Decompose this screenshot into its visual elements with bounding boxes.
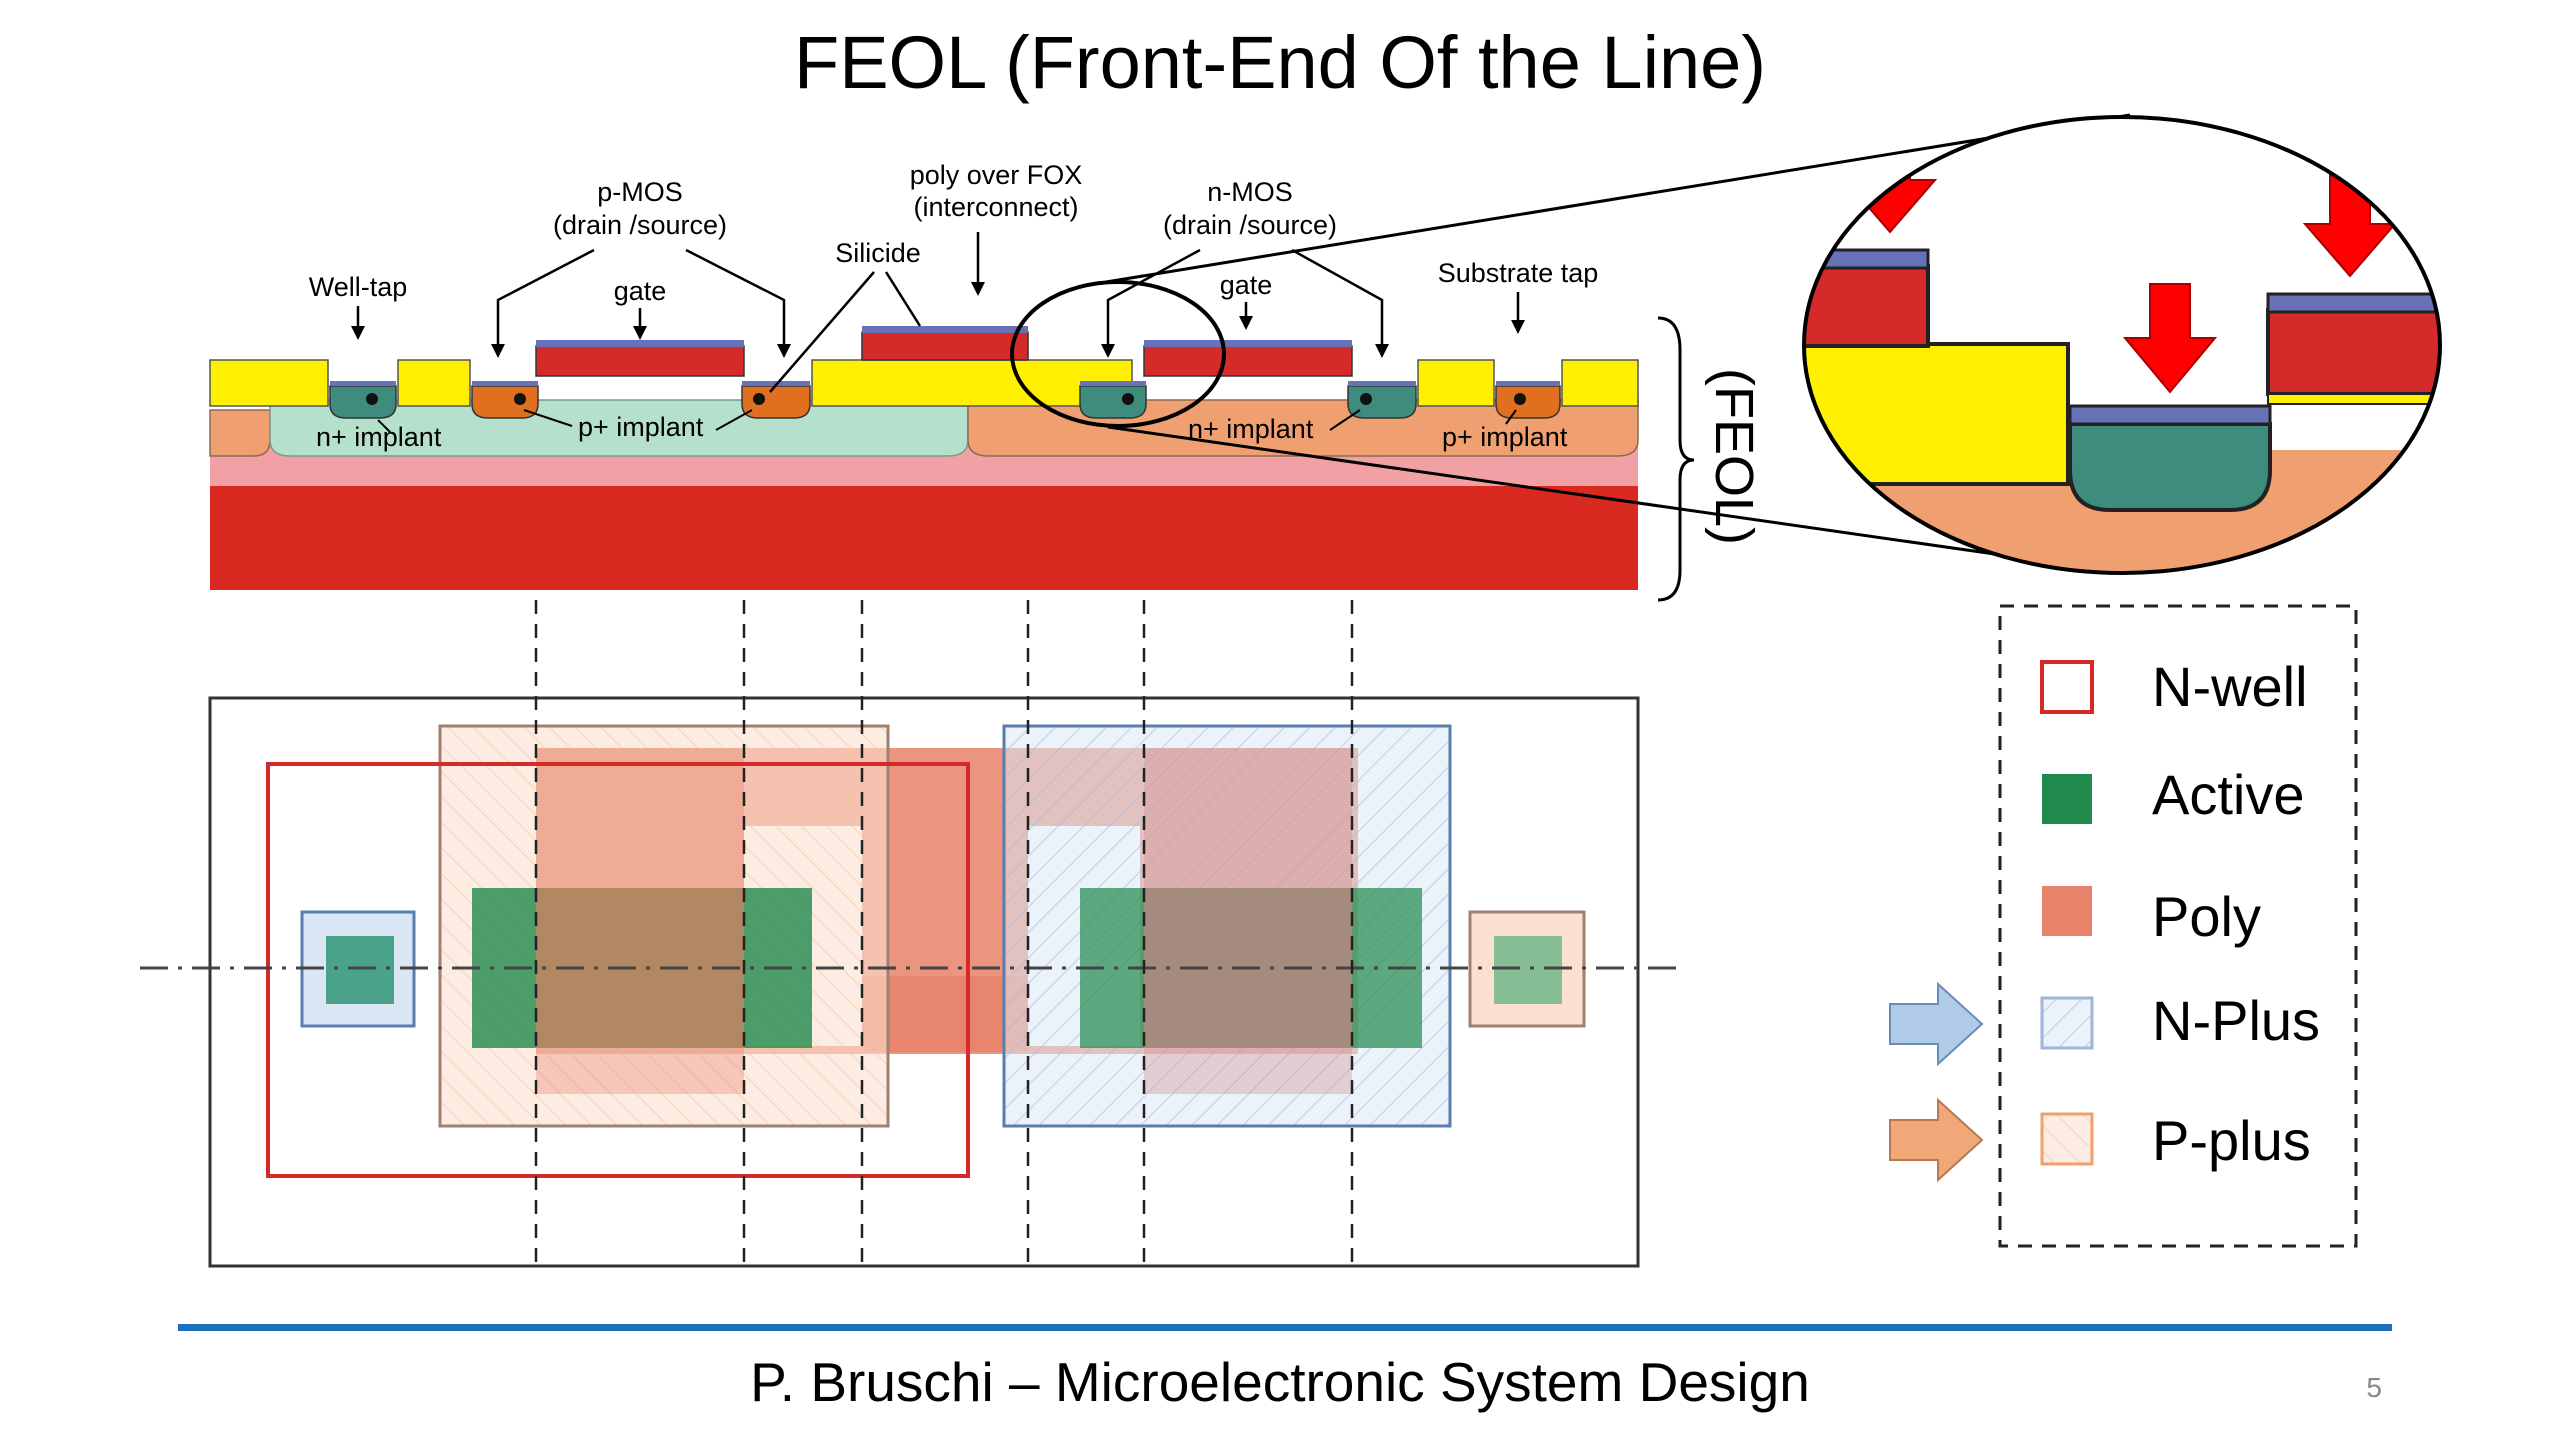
n-plus-diffusion	[1079, 385, 1147, 419]
label-p-implant-left: p+ implant	[578, 412, 704, 442]
layout-view	[140, 600, 1680, 1268]
legend-label-pplus: P-plus	[2152, 1109, 2311, 1172]
zoom-n-plus	[2068, 422, 2272, 512]
down-arrow-icon	[2122, 283, 2218, 394]
zoom-silicide-diff	[2068, 404, 2272, 426]
substrate-tap-active	[1494, 936, 1562, 1004]
label-pmos-sub: (drain /source)	[553, 210, 727, 240]
poly-region-lower	[862, 976, 1028, 1052]
contact-dot	[1360, 393, 1372, 405]
legend-swatch-pplus	[2040, 1112, 2094, 1166]
legend-swatch-nwell	[2040, 660, 2094, 714]
fox-block	[209, 359, 329, 407]
pmos-gate-poly	[535, 345, 745, 377]
feol-bracket-label: (FEOL)	[1704, 368, 1764, 545]
legend-label-poly: Poly	[2152, 885, 2261, 948]
zoom-silicide-right	[2266, 292, 2440, 314]
nmos-gate-poly	[1143, 345, 1353, 377]
poly-over-fox	[861, 331, 1029, 361]
label-n-implant-right: n+ implant	[1188, 414, 1314, 444]
zoom-gate-oxide	[2267, 393, 2440, 405]
contact-dot	[366, 393, 378, 405]
label-pmos: p-MOS	[597, 177, 683, 207]
pmos-gate-silicide	[536, 340, 744, 347]
label-well-tap: Well-tap	[309, 272, 408, 302]
footer-rule	[178, 1324, 2392, 1331]
nmos-gate-silicide	[1144, 340, 1352, 347]
label-p-implant-right: p+ implant	[1442, 422, 1568, 452]
zoom-connector-bottom	[1107, 425, 2121, 574]
fox-block	[397, 359, 471, 407]
contact-dot	[514, 393, 526, 405]
zoom-inset	[1804, 117, 2440, 573]
cross-section-annotations: Well-tap p-MOS (drain /source) gate Sili…	[309, 160, 1599, 452]
zoom-fox	[1804, 342, 2070, 486]
legend-swatch-nplus	[2040, 996, 2094, 1050]
projection-lines	[534, 600, 1354, 1266]
zoom-inset-border	[1802, 115, 2442, 575]
legend-swatch-poly	[2042, 886, 2092, 936]
silicide-layer	[330, 381, 396, 386]
zoom-poly-left	[1804, 264, 1930, 348]
zoom-source-ellipse	[1010, 280, 1226, 428]
zoom-poly-right	[2266, 308, 2440, 396]
pmos-gate-column	[536, 748, 744, 1094]
slide-title: FEOL (Front-End Of the Line)	[794, 21, 1766, 104]
fox-block	[1417, 359, 1495, 407]
fox-block	[811, 359, 1133, 407]
label-poly-over-fox-sub: (interconnect)	[913, 192, 1078, 222]
footer-text: P. Bruschi – Microelectronic System Desi…	[750, 1351, 1810, 1413]
legend-box	[1998, 604, 2358, 1248]
cross-section: (FEOL) Well-tap p-MOS (drain /source) ga…	[209, 113, 2131, 602]
silicide-layer	[1496, 381, 1560, 386]
silicide-layer	[1080, 381, 1146, 386]
p-plus-diffusion	[1495, 385, 1561, 419]
p-plus-diffusion	[471, 385, 539, 419]
label-poly-over-fox: poly over FOX	[910, 160, 1083, 190]
legend: N-well Active Poly N-Plus P-plus	[1889, 604, 2358, 1248]
nmos-gate-column	[1144, 748, 1352, 1094]
label-substrate-tap: Substrate tap	[1438, 258, 1599, 288]
silicide-layer	[1348, 381, 1416, 386]
fox-block	[1561, 359, 1639, 407]
n-plus-diffusion	[329, 385, 397, 419]
legend-swatch-active	[2042, 774, 2092, 824]
label-pmos-gate: gate	[614, 276, 667, 306]
zoom-connector-top	[1105, 113, 2131, 284]
label-n-implant-left: n+ implant	[316, 422, 442, 452]
nplus-arrow-icon	[1889, 981, 1984, 1067]
contact-dot	[1514, 393, 1526, 405]
pwell-left-edge	[209, 409, 271, 457]
page-number: 5	[2366, 1372, 2382, 1403]
label-nmos-gate: gate	[1220, 270, 1273, 300]
label-nmos-sub: (drain /source)	[1163, 210, 1337, 240]
p-plus-diffusion	[741, 385, 811, 419]
pplus-arrow-icon	[1889, 1097, 1984, 1183]
poly-over-fox-silicide	[862, 326, 1028, 333]
label-nmos: n-MOS	[1207, 177, 1293, 207]
nwell-outline	[266, 762, 970, 1178]
well-tap-active	[326, 936, 394, 1004]
silicide-layer	[472, 381, 538, 386]
feol-bracket	[1657, 316, 1695, 602]
contact-dot	[1122, 393, 1134, 405]
substrate-layer	[210, 484, 1638, 590]
legend-label-nwell: N-well	[2152, 655, 2308, 718]
legend-label-nplus: N-Plus	[2152, 989, 2320, 1052]
n-plus-diffusion	[1347, 385, 1417, 419]
contact-dot	[753, 393, 765, 405]
zoom-silicide-left	[1804, 248, 1930, 270]
legend-label-active: Active	[2152, 763, 2305, 826]
label-silicide: Silicide	[835, 238, 921, 268]
